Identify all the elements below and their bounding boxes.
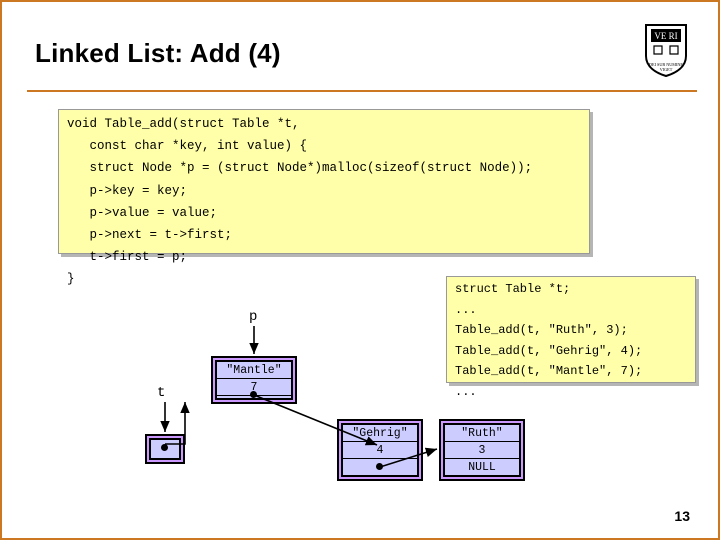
- node-gehrig: "Gehrig" 4: [337, 419, 423, 481]
- calls-line-1: ...: [455, 302, 477, 317]
- code-line-5: p->next = t->first;: [67, 228, 233, 243]
- node-ruth-next: NULL: [468, 461, 496, 474]
- code-line-6: t->first = p;: [67, 250, 188, 265]
- code-line-2: struct Node *p = (struct Node*)malloc(si…: [67, 161, 533, 176]
- pointer-label-t: t: [157, 385, 166, 401]
- code-line-7: }: [67, 272, 75, 287]
- node-mantle-next-dot: [250, 391, 257, 398]
- t-pointer-dot: [161, 444, 168, 451]
- svg-text:VIGET: VIGET: [660, 67, 673, 72]
- princeton-shield-icon: VE RI DEI SUB NUMINE VIGET: [645, 24, 687, 78]
- node-ruth-value: 3: [445, 442, 519, 459]
- title-divider: [27, 90, 697, 92]
- calls-line-4: Table_add(t, "Mantle", 7);: [455, 364, 643, 378]
- node-gehrig-key: "Gehrig": [343, 425, 417, 442]
- code-line-4: p->value = value;: [67, 205, 218, 220]
- node-ruth: "Ruth" 3 NULL: [439, 419, 525, 481]
- node-mantle-key: "Mantle": [217, 362, 291, 379]
- node-gehrig-value: 4: [343, 442, 417, 459]
- pointer-label-p: p: [249, 309, 258, 325]
- node-ruth-key: "Ruth": [445, 425, 519, 442]
- code-line-1: const char *key, int value) {: [67, 139, 308, 154]
- page-title: Linked List: Add (4): [35, 38, 281, 68]
- svg-text:DEI SUB NUMINE: DEI SUB NUMINE: [649, 62, 683, 67]
- code-block-calls: struct Table *t; ... Table_add(t, "Ruth"…: [446, 276, 696, 399]
- code-block-table-add: void Table_add(struct Table *t, const ch…: [58, 109, 590, 286]
- node-gehrig-next-dot: [376, 463, 383, 470]
- calls-line-5: ...: [455, 384, 477, 399]
- calls-line-0: struct Table *t;: [455, 282, 571, 296]
- code-line-0: void Table_add(struct Table *t,: [67, 117, 300, 131]
- page-number: 13: [674, 508, 690, 524]
- code-line-3: p->key = key;: [67, 183, 188, 198]
- calls-line-3: Table_add(t, "Gehrig", 4);: [455, 343, 643, 358]
- svg-text:VE RI: VE RI: [654, 31, 677, 41]
- calls-line-2: Table_add(t, "Ruth", 3);: [455, 323, 628, 337]
